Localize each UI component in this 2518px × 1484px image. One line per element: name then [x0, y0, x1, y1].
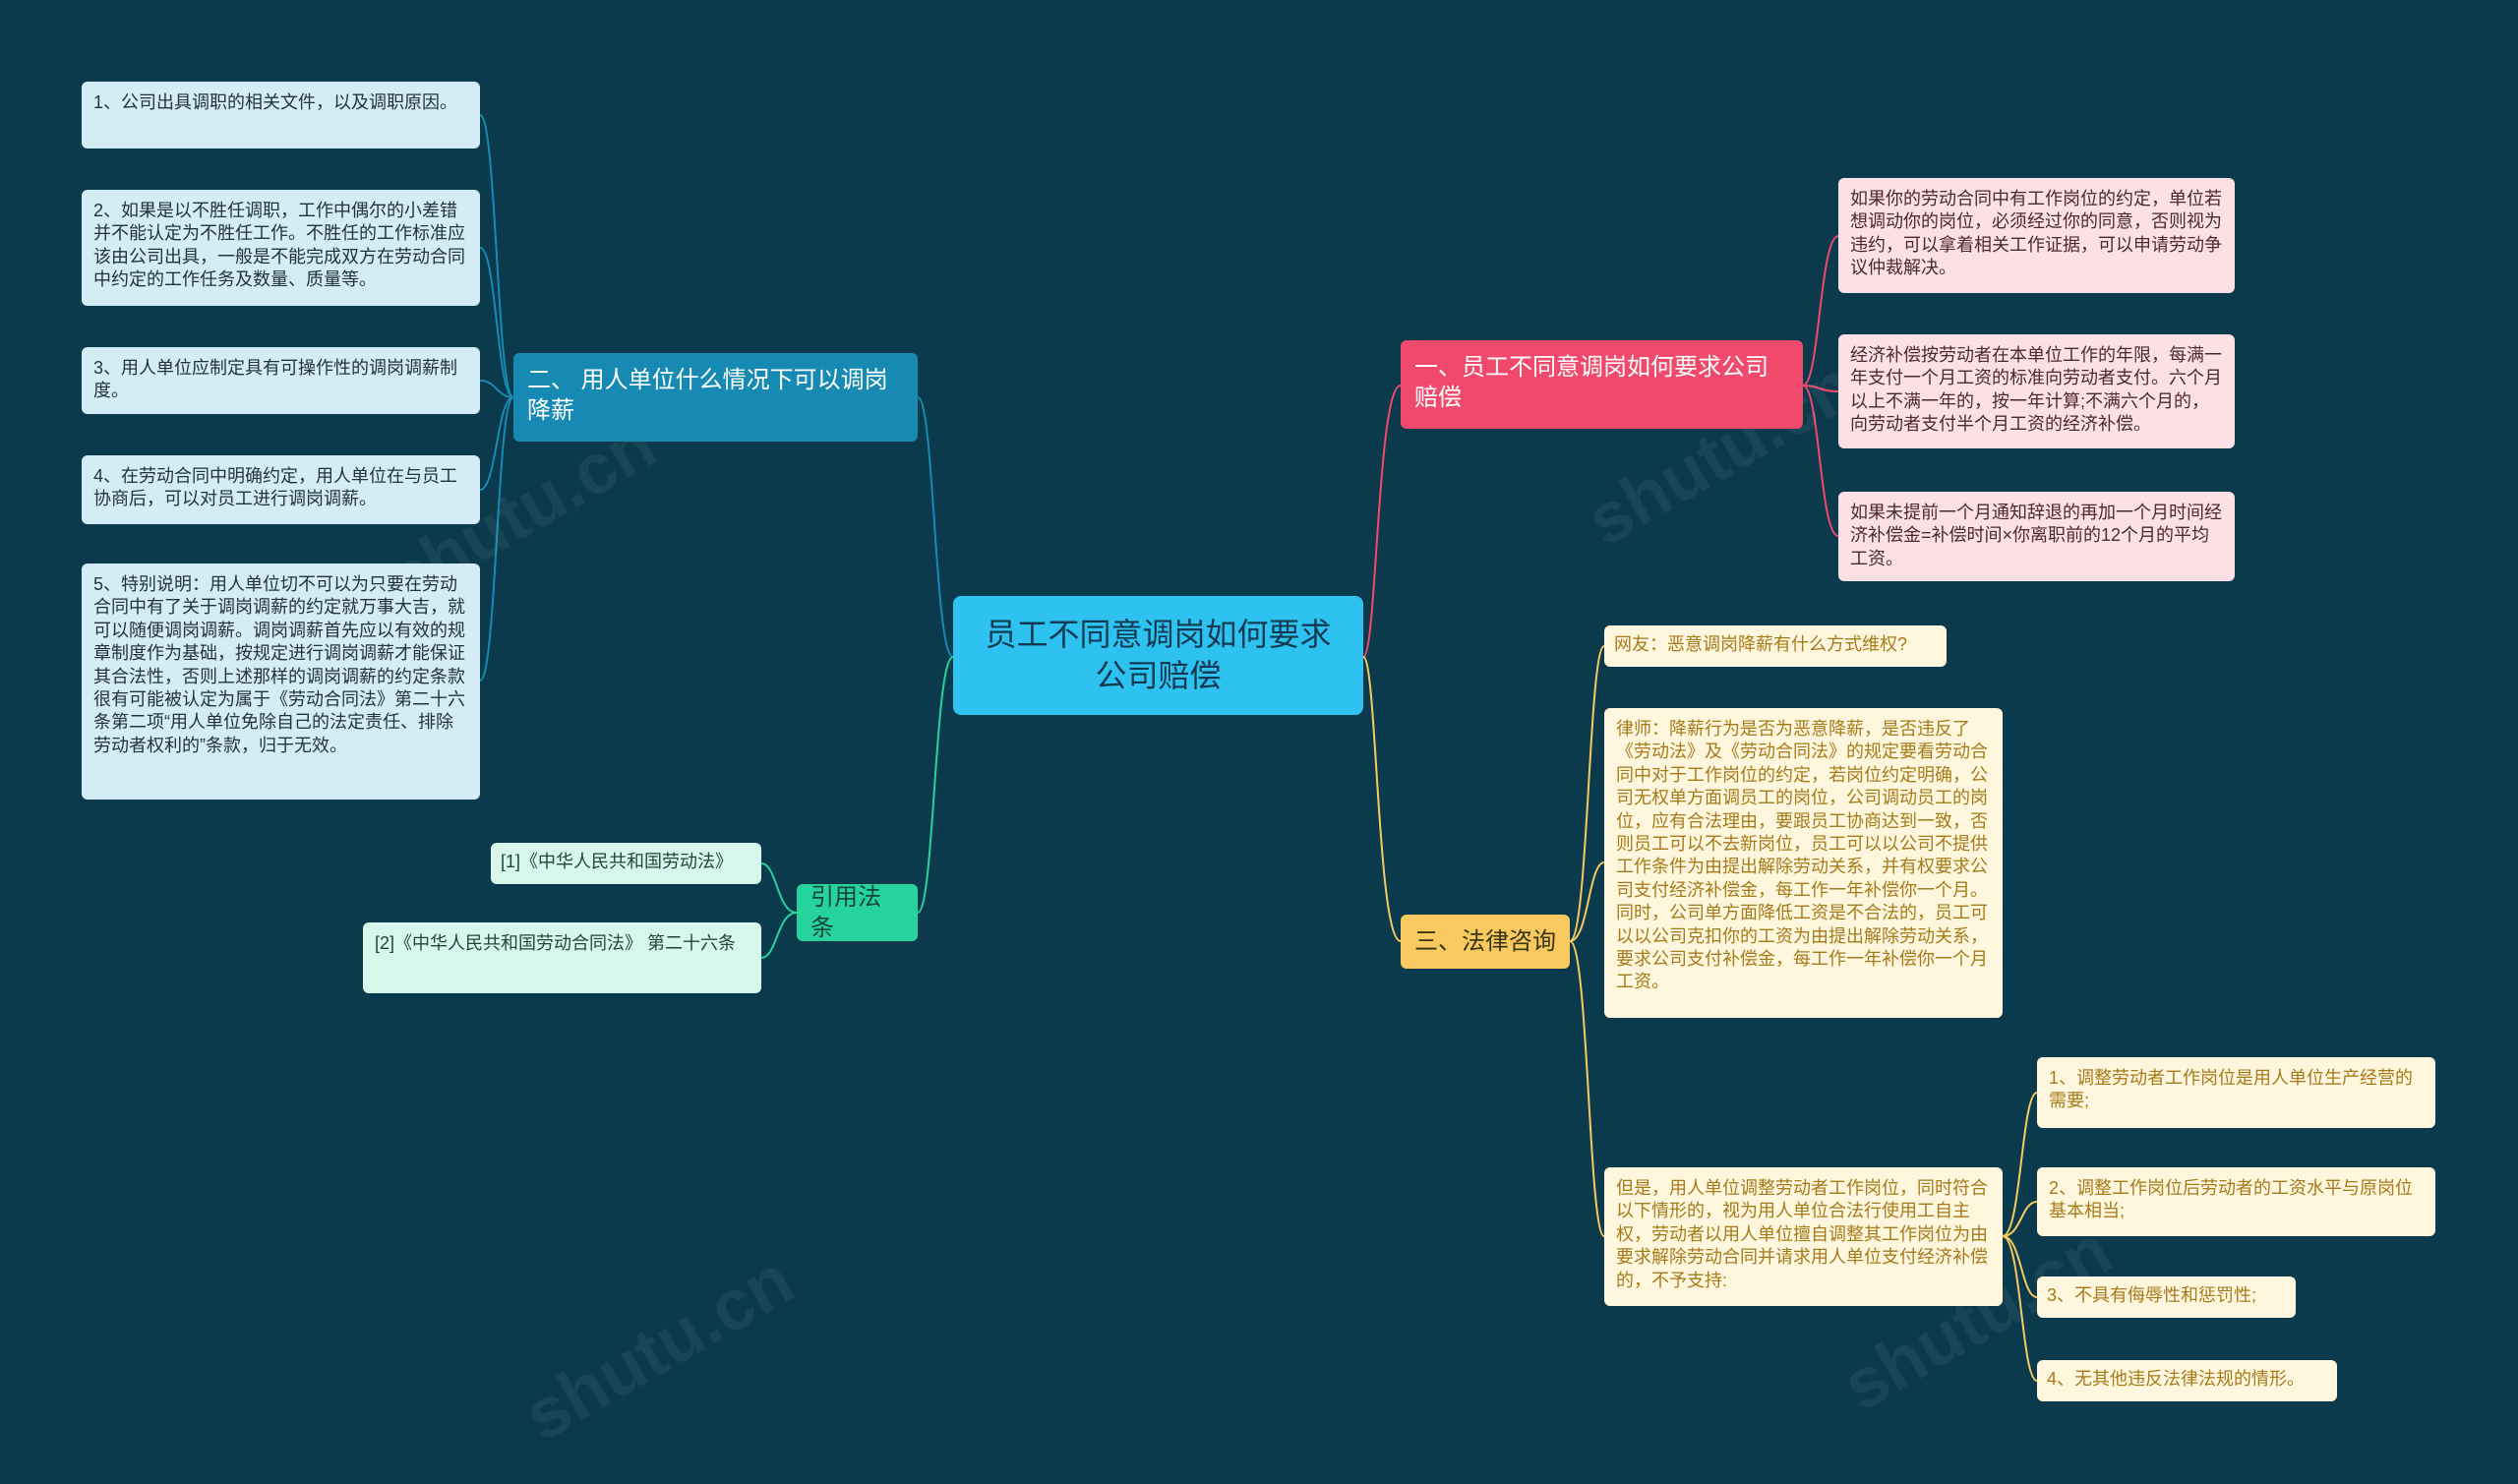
link-b4-leaf2 — [760, 912, 798, 959]
leaf-however-conditions[interactable]: 但是，用人单位调整劳动者工作岗位，同时符合以下情形的，视为用人单位合法行使用工自… — [1604, 1167, 2003, 1306]
link-root-branch1 — [1362, 385, 1402, 658]
leaf-economic-compensation-rule[interactable]: 经济补偿按劳动者在本单位工作的年限，每满一年支付一个月工资的标准向劳动者支付。六… — [1838, 334, 2235, 448]
branch-when-employer-can-transfer[interactable]: 二、 用人单位什么情况下可以调岗降薪 — [513, 353, 918, 442]
leaf-transfer-documents[interactable]: 1、公司出具调职的相关文件，以及调职原因。 — [82, 82, 480, 148]
link-b2-leaf2 — [479, 247, 514, 398]
branch-how-to-claim-compensation[interactable]: 一、员工不同意调岗如何要求公司赔偿 — [1401, 340, 1803, 429]
leaf-incompetence-standard[interactable]: 2、如果是以不胜任调职，工作中偶尔的小差错并不能认定为不胜任工作。不胜任的工作标… — [82, 190, 480, 306]
leaf-netizen-question[interactable]: 网友：恶意调岗降薪有什么方式维权? — [1604, 625, 1947, 667]
link-b3-leaf1 — [1569, 645, 1605, 942]
subleaf-production-need[interactable]: 1、调整劳动者工作岗位是用人单位生产经营的需要; — [2037, 1057, 2435, 1128]
subleaf-salary-equivalent[interactable]: 2、调整工作岗位后劳动者的工资水平与原岗位基本相当; — [2037, 1167, 2435, 1236]
link-b1-leaf1 — [1802, 235, 1839, 386]
link-b3-sub4 — [2002, 1235, 2038, 1382]
leaf-contract-explicit-agreement[interactable]: 4、在劳动合同中明确约定，用人单位在与员工协商后，可以对员工进行调岗调薪。 — [82, 455, 480, 524]
leaf-labor-contract-law[interactable]: [2]《中华人民共和国劳动合同法》 第二十六条 — [363, 922, 761, 993]
link-root-branch3 — [1362, 656, 1402, 942]
link-b3-sub1 — [2002, 1092, 2038, 1237]
link-b4-leaf1 — [760, 862, 798, 914]
link-b2-leaf1 — [479, 114, 514, 398]
subleaf-no-other-violation[interactable]: 4、无其他违反法律法规的情形。 — [2037, 1360, 2337, 1401]
leaf-lawyer-answer[interactable]: 律师：降薪行为是否为恶意降薪，是否违反了《劳动法》及《劳动合同法》的规定要看劳动… — [1604, 708, 2003, 1018]
link-b3-sub2 — [2002, 1201, 2038, 1237]
root-topic[interactable]: 员工不同意调岗如何要求公司赔偿 — [953, 596, 1363, 715]
subleaf-not-insulting[interactable]: 3、不具有侮辱性和惩罚性; — [2037, 1276, 2296, 1318]
link-b3-leaf3 — [1569, 940, 1605, 1237]
leaf-contract-position-agreement[interactable]: 如果你的劳动合同中有工作岗位的约定，单位若想调动你的岗位，必须经过你的同意，否则… — [1838, 178, 2235, 293]
leaf-special-note[interactable]: 5、特别说明：用人单位切不可以为只要在劳动合同中有了关于调岗调薪的约定就万事大吉… — [82, 564, 480, 800]
link-b2-leaf5 — [479, 396, 514, 682]
link-b2-leaf4 — [479, 396, 514, 491]
link-b1-leaf3 — [1802, 385, 1839, 537]
link-b2-leaf3 — [479, 380, 514, 398]
link-root-branch4 — [917, 656, 954, 914]
link-root-branch2 — [917, 396, 954, 658]
link-b1-leaf2 — [1802, 385, 1839, 392]
link-b3-leaf2 — [1569, 861, 1605, 942]
leaf-labor-law[interactable]: [1]《中华人民共和国劳动法》 — [491, 843, 761, 884]
branch-legal-consultation[interactable]: 三、法律咨询 — [1401, 915, 1570, 969]
leaf-transfer-policy[interactable]: 3、用人单位应制定具有可操作性的调岗调薪制度。 — [82, 347, 480, 414]
link-b3-sub3 — [2002, 1235, 2038, 1298]
leaf-no-notice-extra-month[interactable]: 如果未提前一个月通知辞退的再加一个月时间经济补偿金=补偿时间×你离职前的12个月… — [1838, 492, 2235, 581]
branch-cited-laws[interactable]: 引用法条 — [797, 884, 918, 941]
